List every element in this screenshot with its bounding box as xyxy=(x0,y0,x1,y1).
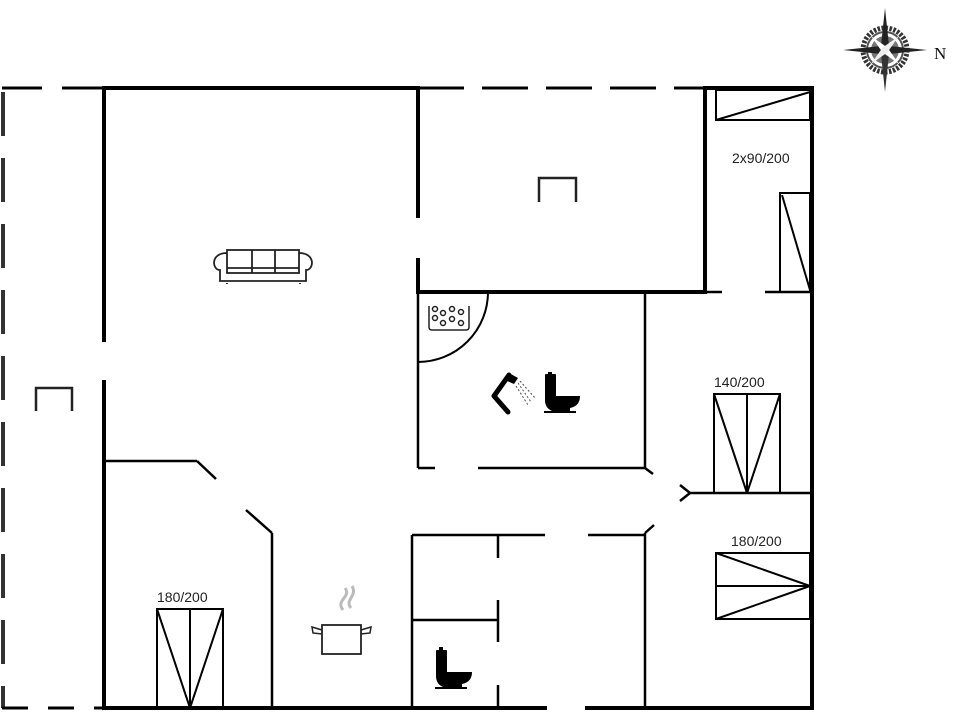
bed-middle-right xyxy=(713,393,781,494)
interior-walls xyxy=(104,86,812,708)
toilet-icon xyxy=(544,372,580,413)
sofa-icon xyxy=(213,249,313,284)
terrace-outline xyxy=(1,86,705,710)
tv-icon xyxy=(537,176,578,202)
compass-rose-icon xyxy=(843,8,927,92)
bed-bottom-left xyxy=(156,608,224,709)
bed-lower-right xyxy=(715,552,811,620)
bed-top-right xyxy=(715,89,811,293)
jacuzzi-arc xyxy=(417,291,489,363)
tv-icon xyxy=(34,386,74,411)
cooking-pot-icon xyxy=(311,585,372,655)
bed-label-lower-right: 180/200 xyxy=(731,533,782,549)
bed-label-middle-right: 140/200 xyxy=(714,374,765,390)
bed-label-bottom-left: 180/200 xyxy=(157,589,208,605)
bed-label-top-right: 2x90/200 xyxy=(732,150,790,166)
toilet-icon xyxy=(435,647,472,689)
shower-icon xyxy=(491,372,536,415)
whirlpool-bath-icon xyxy=(428,305,470,331)
compass-north-label: N xyxy=(934,44,947,63)
